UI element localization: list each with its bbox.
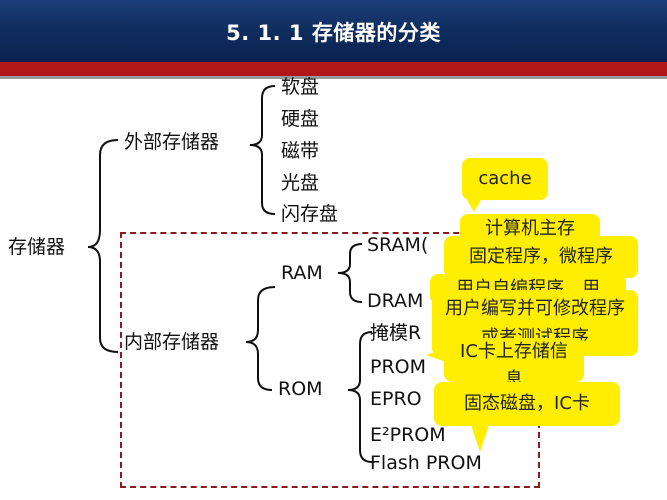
fixed-program-callout: 固定程序，微程序: [444, 236, 638, 278]
cache-callout: cache: [462, 158, 548, 200]
mask-rom-item: 掩模R: [370, 322, 422, 344]
grey-divider: [0, 76, 667, 79]
red-divider: [0, 62, 667, 76]
dram-item: DRAM: [367, 290, 424, 312]
root-label: 存储器: [8, 236, 66, 258]
ic-card-callout-tail: [426, 348, 446, 362]
page-title: 5. 1. 1 存储器的分类: [226, 21, 441, 45]
external-brace: [249, 85, 276, 215]
ic-card-callout: IC卡上存储信息: [444, 338, 584, 382]
ssd-callout: 固态磁盘，IC卡: [434, 382, 620, 426]
external-storage-label: 外部存储器: [124, 131, 220, 153]
floppy-item: 软盘: [281, 76, 320, 98]
rom-brace: [347, 331, 373, 463]
internal-storage-label: 内部存储器: [124, 331, 220, 353]
flash-drive-item: 闪存盘: [281, 203, 339, 225]
hard-disk-item: 硬盘: [281, 108, 320, 130]
ram-label: RAM: [281, 262, 323, 284]
prom-item: PROM: [370, 356, 427, 378]
internal-brace: [245, 286, 276, 391]
rom-label: ROM: [278, 378, 323, 400]
ssd-callout-tail: [470, 422, 490, 452]
flash-prom-item: Flash PROM: [370, 452, 482, 474]
e2prom-item: E²PROM: [370, 424, 446, 446]
tape-item: 磁带: [281, 140, 320, 162]
eprom-item: EPRO: [370, 388, 422, 410]
root-brace: [87, 139, 119, 353]
cache-callout-tail: [466, 198, 482, 212]
ram-brace: [337, 243, 363, 303]
title-bar: [0, 0, 667, 62]
sram-item: SRAM(: [367, 234, 429, 256]
optical-disc-item: 光盘: [281, 172, 320, 194]
